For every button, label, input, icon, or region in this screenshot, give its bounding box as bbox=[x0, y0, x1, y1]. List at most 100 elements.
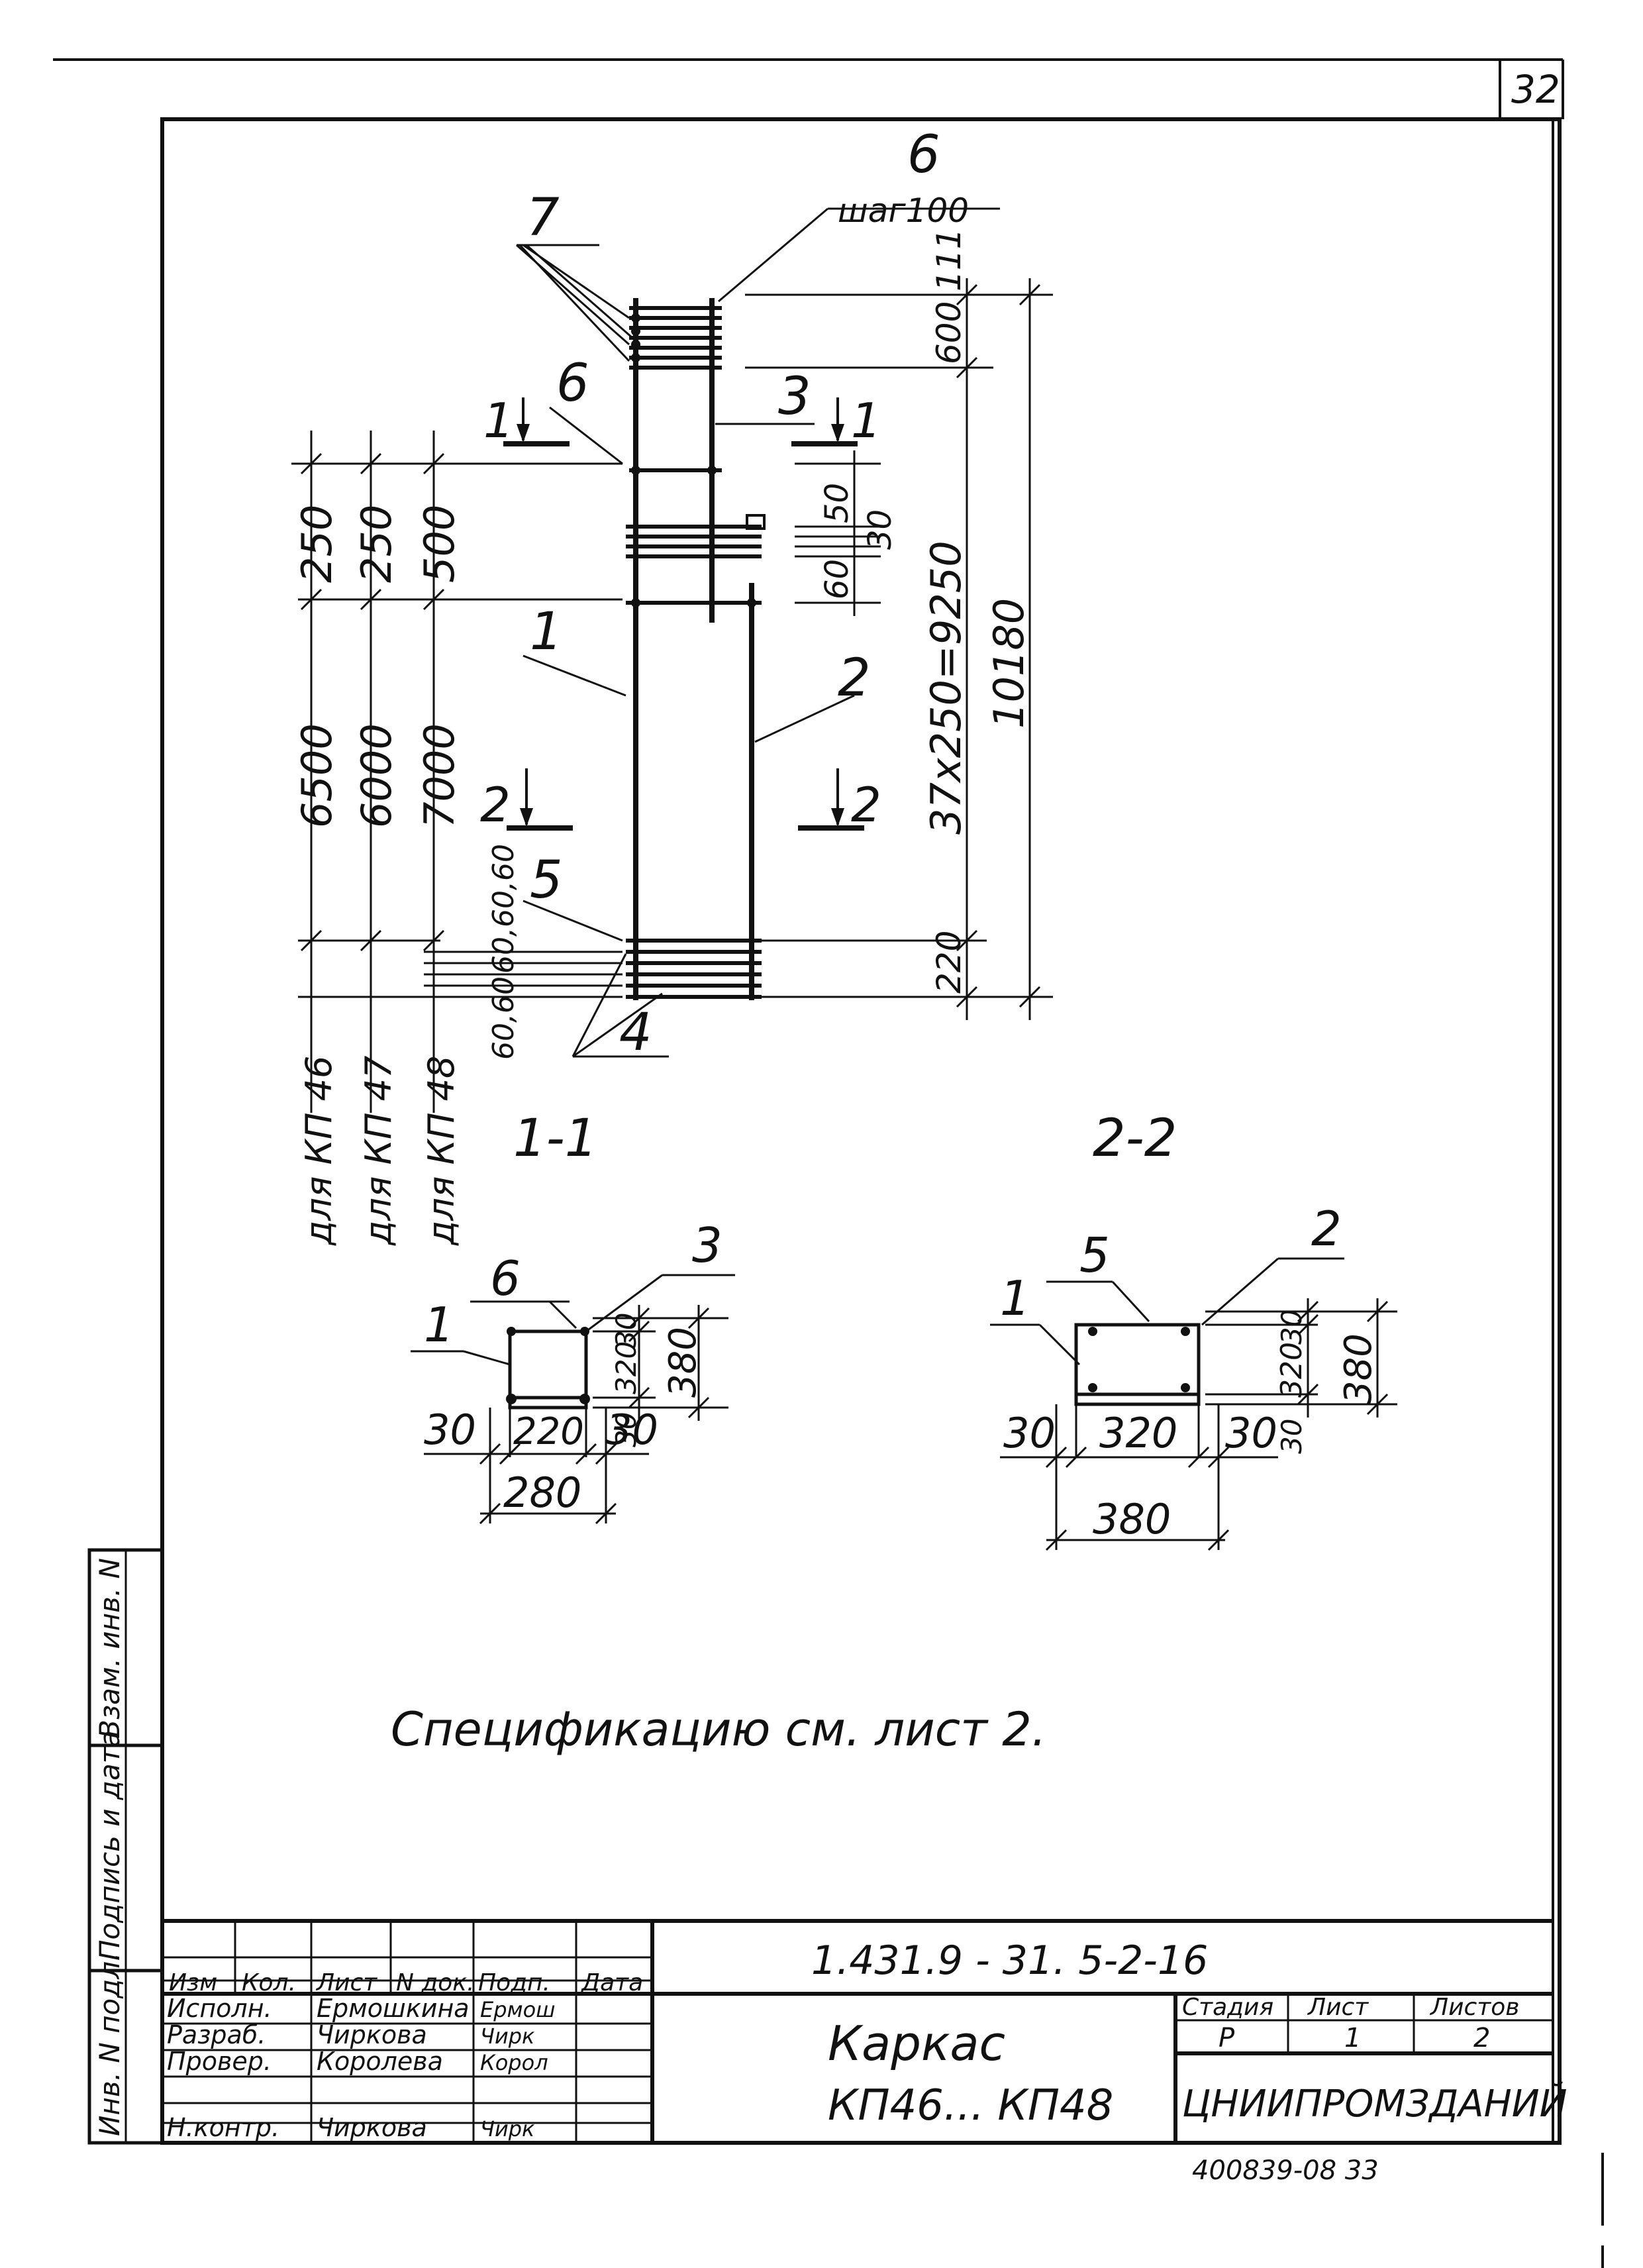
s1-mark-6: 6 bbox=[490, 1251, 521, 1306]
dim-600: 600 bbox=[930, 301, 968, 364]
for-kp48: для КП 48 bbox=[421, 1056, 462, 1246]
section-cut-2-right: 2 bbox=[798, 768, 881, 833]
s2-h-bottom: 30 bbox=[1275, 1419, 1308, 1454]
s2-h-mid: 320 bbox=[1275, 1342, 1309, 1398]
bottom-code: 400839-08 33 bbox=[1192, 2155, 1379, 2186]
sheet-value: 1 bbox=[1344, 2023, 1361, 2053]
doc-code: 1.431.9 - 31. 5-2-16 bbox=[811, 1937, 1208, 1984]
head-data: Дата bbox=[580, 1969, 643, 1996]
s2-w-mid: 320 bbox=[1099, 1409, 1177, 1457]
row-2-name: Королева bbox=[317, 2047, 443, 2076]
mark-3: 3 bbox=[778, 367, 811, 427]
mark-6-top: 6 bbox=[907, 125, 940, 185]
top-stirrup-cluster bbox=[629, 306, 722, 370]
sheet-number: 32 bbox=[1511, 67, 1560, 112]
row-0-role: Исполн. bbox=[167, 1994, 272, 2023]
row-1-name: Чиркова bbox=[317, 2020, 427, 2049]
dim-30: 30 bbox=[862, 509, 899, 550]
s1-w-right: 30 bbox=[606, 1406, 658, 1454]
mark-5: 5 bbox=[530, 850, 563, 910]
dim-500: 500 bbox=[415, 505, 464, 583]
dim-50: 50 bbox=[819, 483, 856, 523]
dim-7000: 7000 bbox=[415, 723, 464, 828]
s1-h-total: 380 bbox=[662, 1327, 705, 1398]
s1-w-mid: 220 bbox=[513, 1410, 584, 1453]
section-2-title: 2-2 bbox=[1093, 1109, 1177, 1168]
s1-mark-1: 1 bbox=[424, 1297, 454, 1353]
dim-111: 111 bbox=[930, 229, 968, 291]
row-2-role: Провер. bbox=[167, 2047, 272, 2076]
pitch-label: шаг100 bbox=[838, 191, 969, 230]
stage-head: Стадия bbox=[1182, 1994, 1273, 2021]
s1-w-left: 30 bbox=[424, 1406, 476, 1454]
s2-w-right: 30 bbox=[1225, 1409, 1277, 1457]
sheet-frame bbox=[53, 58, 1604, 2268]
dim-6000: 6000 bbox=[352, 723, 401, 828]
inv-no-label: Инв. N подл. bbox=[93, 1953, 126, 2137]
section-cut-2-left: 2 bbox=[480, 768, 573, 833]
for-kp46: для КП 46 bbox=[298, 1056, 340, 1246]
s1-h-top: 30 bbox=[610, 1313, 642, 1348]
dim-6500: 6500 bbox=[293, 723, 341, 828]
bottom-stirrup-cluster bbox=[626, 939, 762, 999]
svg-text:1: 1 bbox=[483, 393, 514, 448]
sheets-head: Листов bbox=[1429, 1994, 1519, 2021]
svg-text:2: 2 bbox=[480, 777, 511, 833]
section-2-2: 5 2 1 30 320 30 380 30 320 30 380 bbox=[990, 1201, 1397, 1551]
dim-spacing: 37х250=9250 bbox=[922, 541, 970, 835]
row-0-name: Ермошкина bbox=[317, 1994, 470, 2023]
head-ndok: N док. bbox=[396, 1969, 474, 1996]
row-1-sign: Чирк bbox=[480, 2024, 535, 2049]
head-kol: Кол. bbox=[242, 1969, 296, 1996]
section-1-1: 6 3 1 30 220 30 280 30 320 30 380 bbox=[411, 1217, 735, 1525]
row-3-role: Н.контр. bbox=[167, 2113, 279, 2142]
mark-6-mid: 6 bbox=[556, 354, 589, 413]
dim-total: 10180 bbox=[985, 598, 1033, 729]
s2-mark-2: 2 bbox=[1311, 1201, 1342, 1257]
head-podp: Подп. bbox=[478, 1969, 550, 1996]
drawing-subtitle: КП46... КП48 bbox=[828, 2081, 1113, 2130]
s1-h-mid: 320 bbox=[610, 1341, 642, 1394]
s1-h-bottom: 30 bbox=[610, 1412, 642, 1447]
head-list: Лист bbox=[315, 1969, 377, 1996]
main-view: 7 6 шаг100 3 6 1 2 5 4 1 1 2 bbox=[291, 125, 1053, 1246]
mark-2: 2 bbox=[838, 648, 871, 708]
mark-4: 4 bbox=[619, 1003, 652, 1062]
row-3-name: Чиркова bbox=[317, 2113, 427, 2142]
section-1-title: 1-1 bbox=[513, 1109, 597, 1168]
section-cut-1-right: 1 bbox=[791, 393, 881, 448]
row-0-sign: Ермош bbox=[480, 1997, 556, 2022]
section-cut-1-left: 1 bbox=[483, 393, 570, 448]
title-block bbox=[162, 1919, 1553, 2143]
s2-mark-1: 1 bbox=[1000, 1270, 1030, 1326]
mark-7: 7 bbox=[526, 188, 560, 248]
mark-1: 1 bbox=[530, 602, 563, 662]
row-1-role: Разраб. bbox=[167, 2020, 266, 2049]
s2-w-left: 30 bbox=[1003, 1409, 1056, 1457]
dim-250-a: 250 bbox=[293, 505, 341, 583]
drawing-title: Каркас bbox=[828, 2016, 1005, 2071]
dim-pitch-top: 60,60,60 bbox=[487, 844, 521, 974]
dim-220: 220 bbox=[930, 931, 968, 994]
left-dimension-chains bbox=[291, 431, 622, 1113]
dim-pitch-bottom: 60,60 bbox=[487, 976, 521, 1060]
replace-inv-label: Взам. инв. N bbox=[93, 1558, 126, 1739]
for-kp47: для КП 47 bbox=[358, 1056, 399, 1246]
row-3-sign: Чирк bbox=[480, 2116, 535, 2141]
s2-h-top: 30 bbox=[1275, 1310, 1308, 1345]
s1-mark-3: 3 bbox=[692, 1217, 722, 1273]
sign-date-label: Подпись и дата bbox=[93, 1730, 126, 1961]
s1-w-total: 280 bbox=[503, 1469, 581, 1517]
sheets-value: 2 bbox=[1473, 2023, 1490, 2053]
right-dimension-chains bbox=[745, 278, 1053, 1020]
s2-w-total: 380 bbox=[1093, 1495, 1171, 1543]
s2-h-total: 380 bbox=[1337, 1333, 1380, 1404]
head-izm: Изм bbox=[169, 1969, 217, 1996]
svg-text:1: 1 bbox=[851, 393, 881, 448]
dim-250-b: 250 bbox=[352, 505, 401, 583]
s2-mark-5: 5 bbox=[1079, 1227, 1110, 1283]
specification-note: Спецификацию см. лист 2. bbox=[391, 1702, 1046, 1757]
svg-text:2: 2 bbox=[851, 777, 881, 833]
organization: ЦНИИПРОМЗДАНИЙ bbox=[1182, 2083, 1568, 2126]
